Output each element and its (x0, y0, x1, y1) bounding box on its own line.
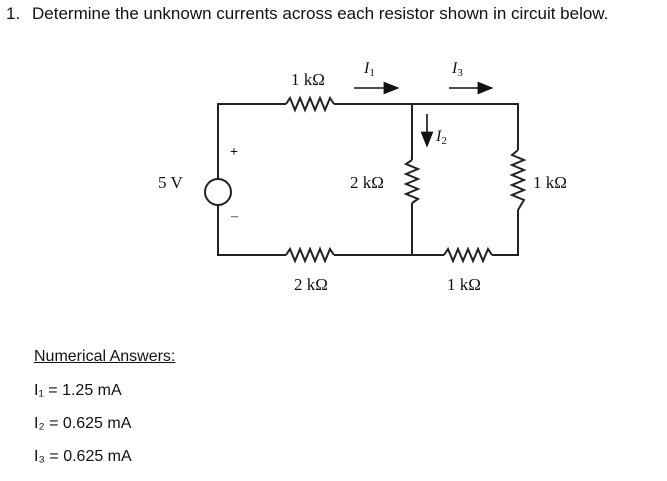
plus-sign: + (230, 145, 238, 160)
question-text: 1. Determine the unknown currents across … (6, 4, 608, 24)
resistor-middle-vertical (403, 159, 421, 204)
answer-i1: I₁ = 1.25 mA (34, 382, 122, 399)
label-top-left-resistor: 1 kΩ (291, 70, 325, 89)
resistor-bottom-right (443, 246, 493, 264)
left-wire-bottom (217, 205, 286, 256)
current-label-i2: I2 (435, 128, 447, 147)
resistor-bottom-left (285, 246, 335, 264)
top-wire-left (217, 103, 286, 180)
question-number: 1. (6, 4, 21, 23)
label-middle-resistor: 2 kΩ (350, 173, 384, 192)
voltage-source (204, 178, 232, 206)
answer-i3: I₃ = 0.625 mA (34, 448, 132, 465)
resistor-top-left (285, 95, 335, 113)
answer-i2: I₂ = 0.625 mA (34, 415, 132, 432)
current-label-i1: I1 (363, 60, 375, 79)
label-bottom-right-resistor: 1 kΩ (447, 275, 481, 294)
current-label-i3: I3 (451, 60, 463, 79)
top-wire-right (334, 103, 519, 150)
numerical-answers: Numerical Answers: I₁ = 1.25 mA I₂ = 0.6… (34, 348, 179, 481)
resistor-right-vertical (509, 149, 527, 211)
bottom-wire-right (492, 210, 519, 256)
label-bottom-left-resistor: 2 kΩ (294, 275, 328, 294)
answers-heading: Numerical Answers: (34, 348, 176, 365)
minus-sign: – (230, 209, 239, 224)
source-label: 5 V (158, 173, 183, 192)
label-right-resistor: 1 kΩ (533, 173, 567, 192)
question-prompt: Determine the unknown currents across ea… (32, 4, 609, 23)
